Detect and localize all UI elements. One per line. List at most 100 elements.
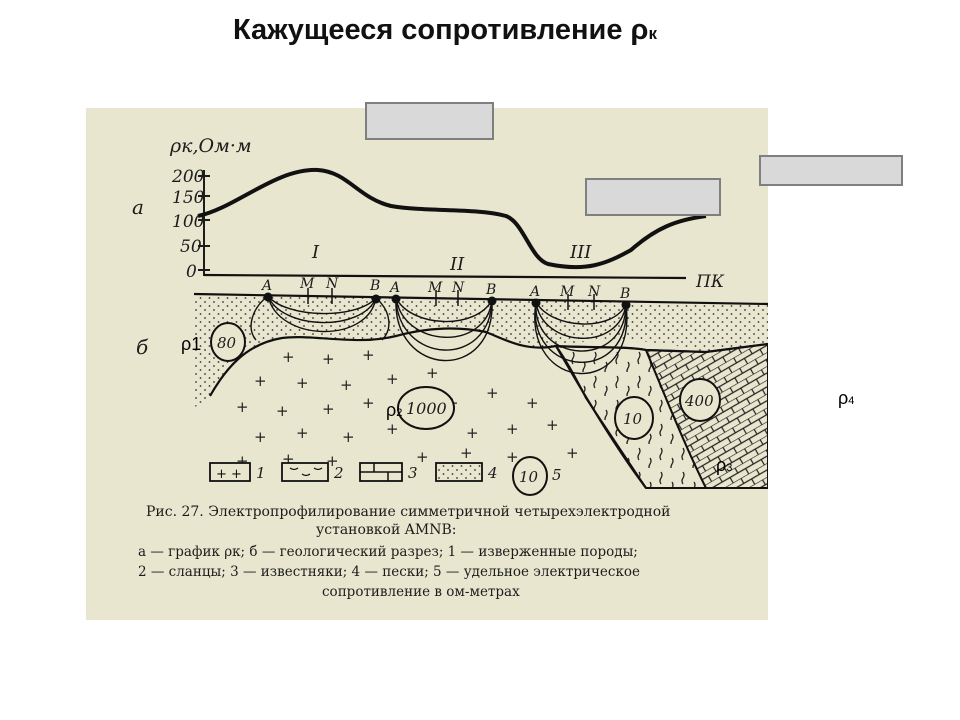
legend-num-4: 4	[487, 464, 498, 482]
svg-text:+: +	[566, 444, 579, 462]
figure-caption: Рис. 27. Электропрофилирование симметрич…	[138, 504, 671, 600]
electrode-a2: A	[388, 280, 400, 296]
electrode-b2: B	[485, 282, 496, 298]
svg-text:+: +	[386, 420, 399, 438]
slide-title: Кажущееся сопротивление ρк	[0, 14, 890, 47]
svg-text:+: +	[296, 374, 309, 392]
rho-4-base: ρ	[838, 388, 849, 408]
svg-text:+: +	[460, 444, 473, 462]
svg-text:+: +	[426, 364, 439, 382]
resistivity-value-10: 10	[623, 410, 643, 428]
svg-text:+: +	[322, 400, 335, 418]
grey-box-2	[585, 178, 721, 216]
legend-num-2: 2	[333, 464, 344, 482]
svg-text:+: +	[466, 424, 479, 442]
tick-0: 0	[186, 262, 197, 282]
svg-text:+: +	[254, 428, 267, 446]
svg-text:+: +	[276, 402, 289, 420]
resistivity-value-400: 400	[684, 392, 714, 410]
legend: + + 1 2 3 4 10 5	[209, 456, 562, 496]
caption-line-4: 2 — сланцы; 3 — известняки; 4 — пески; 5…	[138, 564, 640, 580]
legend-num-1: 1	[256, 464, 266, 482]
tick-150: 150	[172, 188, 205, 208]
electrode-n1: N	[325, 276, 339, 292]
axis-label: ρк,Ом·м	[169, 135, 252, 157]
electrode-n2: N	[451, 280, 465, 296]
sand-layer	[194, 294, 768, 408]
mn-ticks	[307, 288, 595, 310]
electrode-m3: M	[559, 284, 575, 300]
tick-50: 50	[180, 237, 202, 257]
igneous-shale-contact	[555, 345, 647, 489]
tick-200: 200	[171, 167, 205, 187]
legend-item-shale: 2	[281, 462, 344, 482]
svg-text:+: +	[254, 372, 267, 390]
legend-circle-value: 10	[519, 468, 539, 486]
rho-4-sub: 4	[848, 395, 855, 407]
legend-item-igneous: + + 1	[209, 462, 266, 482]
figure-drawing: ρк,Ом·м 200 150 100 50 0 а I II III ПК +…	[132, 135, 768, 600]
zone-1: I	[311, 242, 320, 263]
resistivity-value-80: 80	[217, 334, 237, 352]
electrodes	[263, 292, 631, 310]
electrode-m2: M	[427, 280, 443, 296]
caption-line-1: Рис. 27. Электропрофилирование симметрич…	[146, 504, 671, 520]
electrode-b3: B	[619, 286, 630, 302]
panel-a-label: а	[132, 195, 144, 219]
profile-line	[203, 273, 687, 280]
zone-3: III	[569, 242, 592, 263]
current-lines-2	[395, 297, 493, 362]
svg-text:+: +	[296, 424, 309, 442]
svg-text:+: +	[322, 350, 335, 368]
caption-line-5: сопротивление в ом-метрах	[322, 584, 520, 600]
electrode-m1: M	[299, 276, 315, 292]
slide-title-main: Кажущееся сопротивление ρ	[232, 14, 649, 46]
resistivity-circle-1000: 1000	[397, 386, 455, 430]
rho-2-sub: 2	[396, 407, 403, 419]
svg-text:+: +	[236, 398, 249, 416]
y-axis	[198, 170, 210, 276]
legend-num-3: 3	[408, 464, 418, 482]
electrode-a1: A	[260, 278, 272, 294]
rho-3-base: ρ	[716, 455, 727, 475]
legend-item-resistivity: 10 5	[512, 456, 562, 496]
svg-text:+: +	[326, 452, 339, 470]
caption-line-2: установкой AMNB:	[316, 522, 456, 538]
legend-item-sand: 4	[435, 462, 498, 482]
resistivity-circle-80: 80	[210, 322, 246, 362]
svg-text:+: +	[486, 384, 499, 402]
grey-box-3	[759, 155, 903, 186]
electrode-labels: A M N B A M N B A M N B	[260, 276, 630, 302]
surface-line	[193, 292, 768, 306]
svg-text:+: +	[506, 448, 519, 466]
svg-text:+: +	[546, 416, 559, 434]
bedrock-boundary	[209, 327, 768, 397]
legend-item-limestone: 3	[359, 462, 418, 482]
rho-4-label: ρ4	[838, 388, 854, 409]
rho-k-curve	[197, 167, 707, 270]
svg-text:+: +	[386, 370, 399, 388]
rho-1-label: ρ1	[181, 334, 201, 355]
svg-text:+: +	[526, 394, 539, 412]
svg-text:+: +	[416, 448, 429, 466]
grey-box-1	[365, 102, 494, 140]
svg-text:+: +	[362, 346, 375, 364]
zone-2: II	[449, 254, 465, 275]
rho-3-label: ρ3	[716, 455, 732, 476]
rho-1-sub: 1	[191, 334, 202, 354]
svg-text:+: +	[340, 376, 353, 394]
tick-100: 100	[172, 212, 205, 232]
svg-text:+: +	[282, 348, 295, 366]
igneous-plus-marks: +++ +++++ +++++++ +++++++ +++++++	[236, 346, 579, 470]
electrode-n3: N	[587, 284, 601, 300]
slide-title-subscript: к	[648, 24, 658, 43]
electrode-a3: A	[528, 284, 540, 300]
rho-1-base: ρ	[181, 334, 192, 354]
rho-2-label: ρ2	[386, 400, 402, 421]
svg-text:+: +	[342, 428, 355, 446]
resistivity-circle-400: 400	[679, 378, 721, 422]
resistivity-value-1000: 1000	[406, 399, 447, 418]
svg-text:+: +	[362, 394, 375, 412]
svg-text:+ +: + +	[216, 467, 242, 482]
svg-text:+: +	[506, 420, 519, 438]
